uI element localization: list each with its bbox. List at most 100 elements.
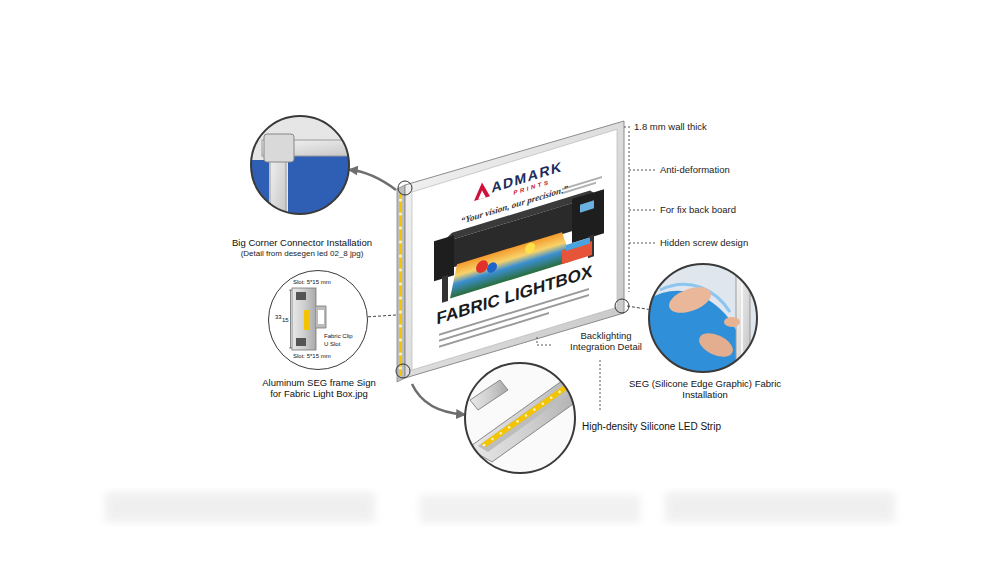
profile-slot — [296, 292, 306, 300]
parrot — [487, 261, 497, 274]
led-dot — [399, 198, 402, 201]
led-dot — [399, 226, 402, 229]
led-line — [400, 194, 402, 376]
feature-label-box: Anti-deformation — [660, 164, 780, 175]
detail-circle: SEG (Silicone Edge Graphic) Fabric Insta… — [648, 263, 758, 373]
leader-line — [537, 337, 553, 345]
led-dot — [399, 310, 402, 313]
blue-fabric — [245, 160, 269, 220]
part-label: Fabric Clip — [324, 333, 360, 340]
corner-mark — [396, 364, 410, 378]
callout-note-box: (Detail from desegen led 02_8 jpg) — [212, 249, 392, 259]
feature-label: For fix back board — [660, 204, 780, 215]
detail-circle: High-density Silicone LED Strip — [464, 362, 576, 474]
frame-side — [397, 185, 405, 382]
leader-line — [629, 210, 655, 211]
hand — [695, 328, 736, 361]
dimension-label: Slot: 5*15 mm — [293, 353, 343, 360]
print-stack — [566, 238, 590, 251]
led-dot — [399, 296, 402, 299]
corner-connector — [264, 134, 294, 162]
callout-caption-box: SEG (Silicone Edge Graphic) Fabric Insta… — [625, 378, 785, 401]
led-dot — [483, 444, 486, 447]
reflection — [105, 492, 895, 523]
led-dot — [508, 426, 511, 429]
led-dot — [542, 402, 545, 405]
dimension-label: Slot: 5*15 mm — [293, 279, 343, 286]
poster-title-box: FABRIC LIGHTBOX — [412, 254, 617, 337]
led-dot — [491, 438, 494, 441]
callout-caption: SEG (Silicone Edge Graphic) Fabric Insta… — [625, 378, 785, 401]
led-dot — [500, 432, 503, 435]
led-dot — [399, 268, 402, 271]
blue-fabric — [288, 156, 358, 226]
led-dot — [550, 397, 553, 400]
fingertip — [724, 317, 740, 327]
part-label-box: U Slot — [324, 341, 354, 348]
printer-leg — [442, 275, 448, 303]
callout-caption: High-density Silicone LED Strip — [582, 421, 752, 433]
printer-end — [572, 189, 604, 243]
feature-label: Backlighting Integration Detail — [558, 330, 654, 353]
leader-line — [629, 243, 655, 244]
led-strip — [481, 384, 571, 447]
led-dots — [399, 198, 402, 369]
detail-circle: Big Corner Connector Installation(Detail… — [250, 115, 350, 215]
callout-caption-box: Aluminum SEG frame Sign for Fabric Light… — [256, 377, 382, 400]
led-dot — [399, 352, 402, 355]
reflection-band — [420, 495, 640, 523]
leader-line — [629, 170, 655, 171]
poster-title: FABRIC LIGHTBOX — [412, 254, 617, 337]
dimension-number-box: 15 — [282, 317, 292, 324]
leader-connector — [368, 315, 396, 317]
corner-mark — [398, 181, 412, 195]
led-dot — [558, 391, 561, 394]
corner-mark — [615, 299, 629, 313]
callout-caption-box: Big Corner Connector Installation — [212, 237, 392, 248]
feature-label: Hidden screw design — [660, 237, 780, 248]
detail-ground — [464, 362, 576, 474]
frame-bar — [736, 263, 750, 373]
led-dots — [483, 391, 561, 447]
dimension-tick — [289, 290, 292, 291]
led-dot — [399, 366, 402, 369]
feature-label-box: For fix back board — [660, 204, 780, 215]
printer-screen — [580, 200, 594, 212]
dimension-tick — [289, 348, 292, 349]
logo-cut — [478, 189, 486, 199]
dimension-label-box: Slot: 5*15 mm — [293, 279, 343, 286]
led-dot — [399, 240, 402, 243]
callout-arrow — [350, 170, 396, 190]
dimension-number: 15 — [282, 317, 292, 324]
led-dot — [533, 408, 536, 411]
sun — [525, 241, 535, 254]
led-dot — [525, 414, 528, 417]
logo-triangle — [474, 180, 490, 201]
frame-slot — [741, 263, 743, 373]
dimension-label-box: Slot: 5*15 mm — [293, 353, 343, 360]
feature-label-box: Hidden screw design — [660, 237, 780, 248]
led-dot — [399, 324, 402, 327]
parrot — [476, 259, 488, 275]
feature-label: 1.8 mm wall thick — [634, 121, 754, 132]
callout-caption-box: High-density Silicone LED Strip — [582, 421, 752, 433]
profile-channel — [468, 378, 590, 462]
profile-piece — [470, 380, 508, 410]
hand — [666, 282, 715, 318]
profile-groove — [478, 383, 576, 452]
callout-caption: Aluminum SEG frame Sign for Fabric Light… — [256, 377, 382, 400]
callout-note: (Detail from desegen led 02_8 jpg) — [212, 249, 392, 259]
feature-label-box: 1.8 mm wall thick — [634, 121, 754, 132]
led-dot — [399, 212, 402, 215]
led-dot — [399, 254, 402, 257]
led-dot — [399, 338, 402, 341]
dimension-line — [290, 290, 291, 348]
led-dot — [516, 420, 519, 423]
u-slot — [316, 306, 326, 328]
fabric-detail — [648, 263, 758, 380]
leader-line — [624, 127, 630, 128]
profile-slot — [296, 338, 306, 346]
feature-label-box: Backlighting Integration Detail — [558, 330, 654, 353]
